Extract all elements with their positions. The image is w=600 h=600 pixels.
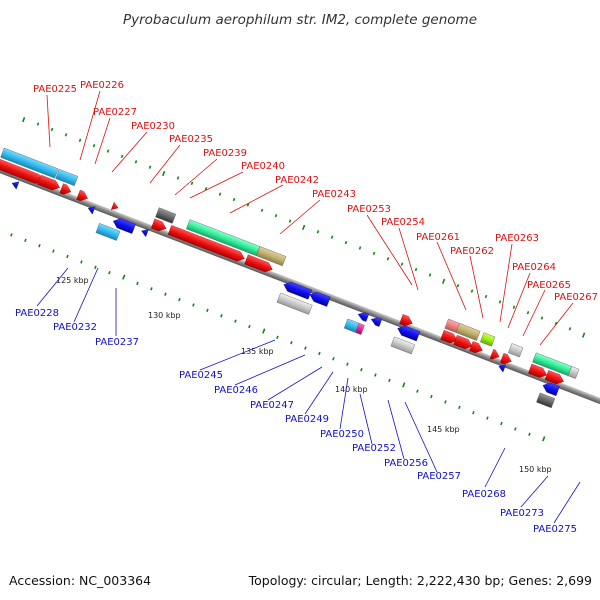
- gene-label-PAE0252: PAE0252: [352, 443, 396, 454]
- gene-arrow: [397, 325, 421, 342]
- gene-label-PAE0243: PAE0243: [312, 189, 356, 200]
- gene-arrow: [528, 363, 548, 378]
- position-labels: 125 kbp 130 kbp 135 kbp 140 kbp 145 kbp …: [56, 276, 552, 474]
- inner-forward-features: [0, 159, 564, 385]
- gene-arrow: [167, 225, 245, 262]
- gene-label-PAE0249: PAE0249: [285, 414, 329, 425]
- gene-feature: [95, 223, 121, 241]
- gene-label-PAE0240: PAE0240: [241, 161, 285, 172]
- gene-label-PAE0265: PAE0265: [527, 280, 571, 291]
- gene-feature: [155, 207, 177, 224]
- gene-arrow: [469, 341, 483, 353]
- gene-label-PAE0246: PAE0246: [214, 385, 258, 396]
- gene-label-PAE0275: PAE0275: [533, 524, 577, 535]
- gene-label-PAE0261: PAE0261: [416, 232, 460, 243]
- gene-label-PAE0232: PAE0232: [53, 322, 97, 333]
- gene-label-PAE0228: PAE0228: [15, 308, 59, 319]
- kbp-label: 125 kbp: [56, 276, 89, 285]
- gene-feature: [276, 292, 313, 315]
- kbp-label: 130 kbp: [148, 311, 181, 320]
- gene-arrow: [357, 312, 370, 322]
- gene-feature: [480, 332, 496, 347]
- gene-arrow: [76, 189, 88, 202]
- gene-feature: [508, 343, 524, 358]
- kbp-label: 135 kbp: [241, 347, 274, 356]
- kbp-label: 140 kbp: [335, 385, 368, 394]
- gene-arrow: [453, 335, 473, 350]
- gene-arrow: [309, 291, 331, 307]
- top-gene-labels: PAE0225 PAE0226 PAE0227 PAE0230 PAE0235 …: [33, 80, 598, 303]
- gene-feature: [256, 246, 287, 267]
- accession-text: Accession: NC_003364: [9, 573, 152, 588]
- gene-label-PAE0273: PAE0273: [500, 508, 544, 519]
- gene-feature: [55, 168, 79, 186]
- gene-label-PAE0253: PAE0253: [347, 204, 391, 215]
- gene-arrow: [244, 254, 273, 273]
- gene-arrow: [141, 229, 149, 238]
- top-leader-lines: [46, 90, 574, 346]
- gene-label-PAE0230: PAE0230: [131, 121, 175, 132]
- gene-label-PAE0237: PAE0237: [95, 337, 139, 348]
- gene-label-PAE0257: PAE0257: [417, 471, 461, 482]
- gene-label-PAE0268: PAE0268: [462, 489, 506, 500]
- gene-arrow: [489, 349, 500, 360]
- gene-arrow: [150, 218, 167, 232]
- bottom-gene-labels: PAE0228 PAE0232 PAE0237 PAE0245 PAE0246 …: [15, 308, 577, 535]
- gene-label-PAE0256: PAE0256: [384, 458, 428, 469]
- gene-label-PAE0267: PAE0267: [554, 292, 598, 303]
- bottom-leader-lines: [36, 267, 581, 524]
- gene-arrow: [110, 201, 119, 210]
- gene-feature: [455, 323, 481, 341]
- gene-label-PAE0247: PAE0247: [250, 400, 294, 411]
- gene-label-PAE0235: PAE0235: [169, 134, 213, 145]
- inner-reverse-features: [11, 181, 560, 396]
- tick-marks: [0, 117, 586, 442]
- gene-arrow: [11, 181, 20, 190]
- gene-label-PAE0226: PAE0226: [80, 80, 124, 91]
- outer-forward-features: [0, 147, 580, 379]
- gene-label-PAE0264: PAE0264: [512, 262, 556, 273]
- gene-label-PAE0227: PAE0227: [93, 107, 137, 118]
- gene-arrow: [87, 206, 96, 215]
- kbp-label: 150 kbp: [519, 465, 552, 474]
- genome-summary-text: Topology: circular; Length: 2,222,430 bp…: [248, 573, 592, 588]
- gene-arrow: [498, 364, 507, 373]
- map-track: [0, 117, 600, 442]
- gene-feature: [390, 336, 416, 355]
- outer-reverse-features: [95, 223, 556, 409]
- gene-arrow: [59, 183, 72, 195]
- gene-label-PAE0239: PAE0239: [203, 148, 247, 159]
- gene-arrow: [500, 352, 512, 365]
- gene-arrow: [112, 218, 136, 234]
- gene-label-PAE0225: PAE0225: [33, 84, 77, 95]
- gene-label-PAE0250: PAE0250: [320, 429, 364, 440]
- gene-arrow: [440, 330, 458, 344]
- gene-arrow: [370, 317, 383, 327]
- gene-arrow: [399, 314, 413, 327]
- gene-label-PAE0254: PAE0254: [381, 217, 425, 228]
- gene-feature: [355, 322, 365, 335]
- gene-label-PAE0263: PAE0263: [495, 233, 539, 244]
- gene-label-PAE0242: PAE0242: [275, 175, 319, 186]
- gene-arrow: [544, 370, 564, 385]
- kbp-label: 145 kbp: [427, 425, 460, 434]
- gene-label-PAE0245: PAE0245: [179, 370, 223, 381]
- gene-feature: [536, 392, 556, 409]
- gene-arrow: [37, 174, 60, 191]
- gene-label-PAE0262: PAE0262: [450, 246, 494, 257]
- gene-feature: [0, 147, 59, 179]
- map-title: Pyrobaculum aerophilum str. IM2, complet…: [123, 12, 477, 28]
- gene-arrow: [542, 382, 560, 396]
- gene-feature: [567, 366, 580, 379]
